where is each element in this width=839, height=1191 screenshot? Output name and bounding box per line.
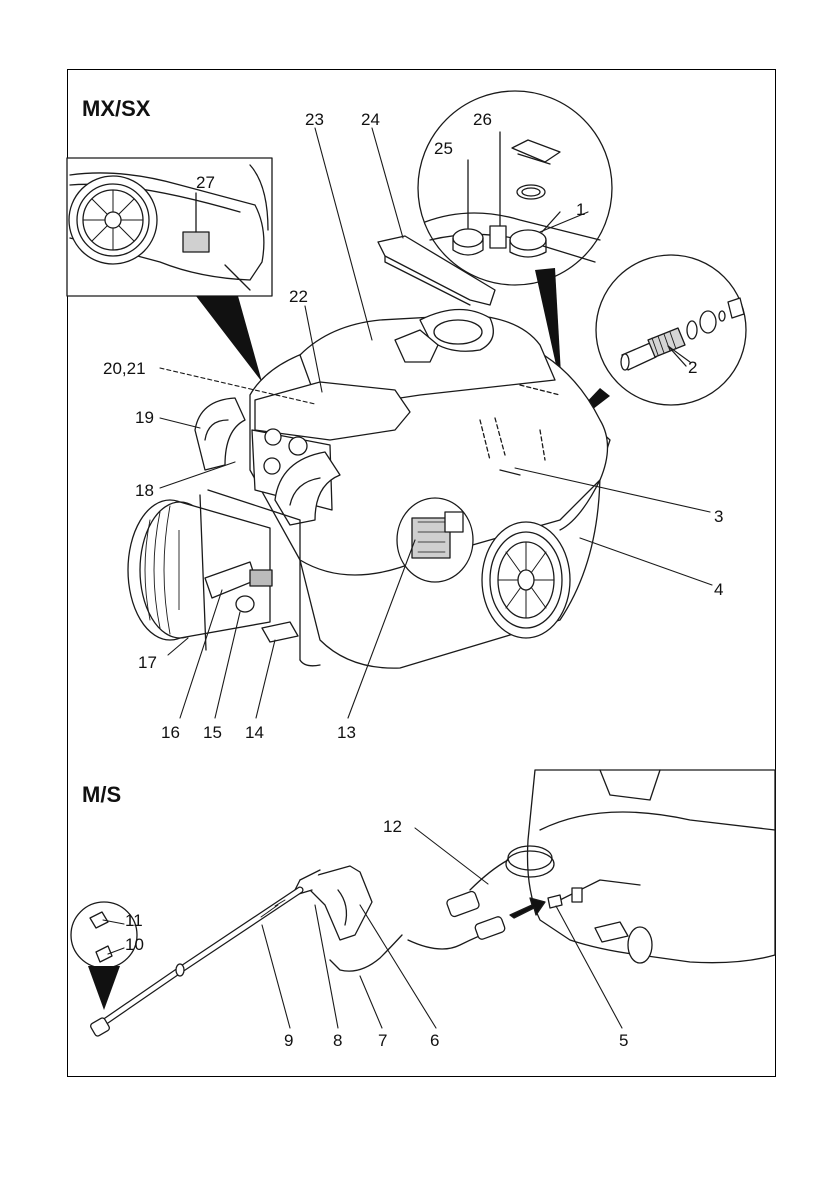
callout-10: 10 — [125, 935, 144, 954]
callout-11: 11 — [125, 911, 143, 930]
callout-19: 19 — [135, 408, 154, 427]
callout-17: 17 — [138, 653, 157, 672]
callout-25: 25 — [434, 139, 453, 158]
callout-26: 26 — [473, 110, 492, 129]
section-title-mx-sx: MX/SX — [82, 96, 151, 121]
callout-7: 7 — [378, 1031, 388, 1050]
machine-ms — [70, 769, 776, 1037]
callout-23: 23 — [305, 110, 324, 129]
callout-24: 24 — [361, 110, 380, 129]
callout-5: 5 — [619, 1031, 629, 1050]
inset-filter — [595, 254, 747, 406]
callout-1: 1 — [576, 200, 586, 219]
inset-filler-caps — [417, 90, 613, 286]
inset-pointer-27 — [196, 296, 262, 382]
callout-15: 15 — [203, 723, 222, 742]
callout-4: 4 — [714, 580, 724, 599]
callout-8: 8 — [333, 1031, 343, 1050]
callout-14: 14 — [245, 723, 264, 742]
leader-lines — [102, 127, 713, 1029]
callout-12: 12 — [383, 817, 402, 836]
callout-20-21: 20,21 — [103, 359, 146, 378]
inset-rating-plate — [66, 157, 273, 297]
inset-pointer-nozzle — [88, 966, 120, 1010]
callout-27: 27 — [196, 173, 215, 192]
machine-main — [127, 235, 611, 669]
figure-frame — [67, 69, 776, 1077]
callout-3: 3 — [714, 507, 724, 526]
callout-22: 22 — [289, 287, 308, 306]
rating-plate — [182, 231, 210, 253]
callout-9: 9 — [284, 1031, 294, 1050]
section-title-m-s: M/S — [82, 782, 122, 807]
callout-13: 13 — [337, 723, 356, 742]
callout-16: 16 — [161, 723, 180, 742]
callout-6: 6 — [430, 1031, 440, 1050]
inset-pointer-caps — [535, 268, 562, 392]
callout-2: 2 — [688, 358, 698, 377]
callout-18: 18 — [135, 481, 154, 500]
